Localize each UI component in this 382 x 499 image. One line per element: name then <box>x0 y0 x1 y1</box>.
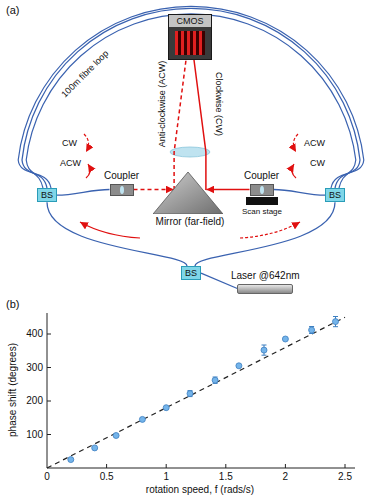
direction-arrow <box>86 164 90 178</box>
text-label: CW <box>310 158 325 168</box>
text-label: phase shift (degrees) <box>7 343 19 437</box>
cw-beam <box>206 189 249 191</box>
text-label: 200 <box>26 395 43 407</box>
node-label: Laser @642nm <box>231 270 300 282</box>
node-label: Coupler <box>102 170 141 182</box>
beam-splitter: BS <box>325 188 345 202</box>
cw-beam <box>194 60 206 190</box>
laser-body <box>237 284 293 294</box>
text-label: 1 <box>163 471 169 483</box>
node-label: BS <box>329 190 341 200</box>
fibre-coupler: Coupler <box>102 170 141 196</box>
node-label: BS <box>41 190 53 200</box>
laser-source: Laser @642nm <box>231 270 300 294</box>
fibre-loop <box>22 8 360 188</box>
text-label: 400 <box>26 328 43 340</box>
acw-beam <box>134 189 174 191</box>
direction-arrow <box>84 134 89 152</box>
text-label: 2 <box>283 471 289 483</box>
fibre-coupler: Coupler <box>242 170 281 196</box>
text-label: Clockwise (CW) <box>214 72 224 136</box>
node-label: BS <box>185 268 197 278</box>
node-label: Coupler <box>242 170 281 182</box>
text-label: (a) <box>6 4 19 17</box>
text-label: Scan stage <box>242 207 282 216</box>
error-bars <box>188 317 339 397</box>
text-label: Anti-clockwise (ACW) <box>157 61 167 148</box>
beam-splitter: BS <box>37 188 57 202</box>
direction-arrow <box>80 222 140 238</box>
mirror-shape <box>153 172 223 214</box>
beam-splitter: BS <box>181 266 201 280</box>
text-label: (b) <box>6 298 19 311</box>
node-label: CMOS <box>169 15 211 27</box>
scan-stage <box>246 197 278 205</box>
text-label: 300 <box>26 362 43 374</box>
text-label: 0.5 <box>100 471 114 483</box>
acw-beam <box>174 60 186 190</box>
direction-arrow <box>293 134 298 152</box>
mirror-outline <box>153 172 223 214</box>
direction-arrow <box>240 222 300 238</box>
text-label: 0 <box>44 471 50 483</box>
text-label: 100 <box>26 429 43 441</box>
axis-ticks <box>47 334 345 468</box>
text-label: rotation speed, f (rads/s) <box>146 484 254 496</box>
text-label: CW <box>62 138 77 148</box>
y-axis <box>47 313 48 468</box>
direction-arrow <box>292 164 296 178</box>
text-label: 100m fibre loop <box>59 48 110 99</box>
camera-box: CMOS <box>168 14 212 60</box>
text-label: ACW <box>60 158 81 168</box>
fibre-winding <box>26 14 356 188</box>
coupler-icon <box>250 184 274 196</box>
fringe-pattern <box>175 31 205 55</box>
fit-line <box>47 317 345 468</box>
data-points <box>68 319 339 463</box>
text-label: 1.5 <box>219 471 233 483</box>
prism-mirror: Mirror (far-field) <box>153 172 227 228</box>
node-label: Mirror (far-field) <box>153 216 227 228</box>
x-axis <box>47 468 355 469</box>
coupler-lens <box>120 186 124 194</box>
text-label: 2.5 <box>338 471 352 483</box>
lens <box>170 147 210 157</box>
coupler-lens <box>260 186 264 194</box>
fibre-winding <box>18 6 364 188</box>
coupler-icon <box>110 184 134 196</box>
text-label: ACW <box>304 138 325 148</box>
optical-fibre <box>57 190 110 196</box>
optical-fibre <box>274 190 326 196</box>
